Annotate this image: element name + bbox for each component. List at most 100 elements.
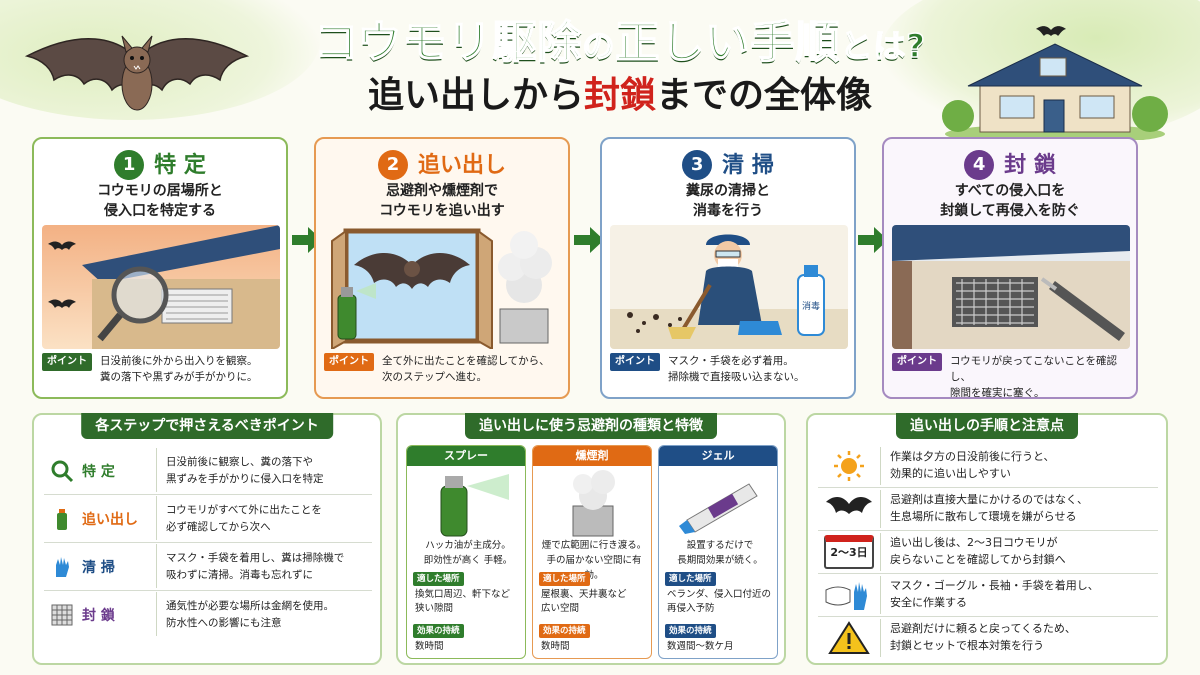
glove-icon <box>56 557 69 577</box>
notes-panel: 追い出しの手順と注意点 作業は夕方の日没前後に行うと、効果的に追い出しやすい 忌… <box>806 413 1168 665</box>
place-text: 屋根裏、天井裏など広い空間 <box>541 589 627 614</box>
repellent-smoke: 燻煙剤 煙で広範囲に行き渡る。手の届かない空間に有効。 適した場所 屋根裏、天井… <box>532 445 652 659</box>
place-tag: 適した場所 <box>413 572 464 586</box>
note-row: 忌避剤は直接大量にかけるのではなく、生息場所に散布して環境を嫌がらせる <box>818 488 1158 531</box>
key-point-text: マスク・手袋を着用し、糞は掃除機で吸わずに清掃。消毒も忘れずに <box>166 552 345 581</box>
point-text: コウモリが戻ってこないことを確認し、隙間を確実に塞ぐ。 <box>950 355 1118 399</box>
place-text: ベランダ、侵入口付近の再侵入予防 <box>667 589 772 614</box>
note-row: 作業は夕方の日没前後に行うと、効果的に追い出しやすい <box>818 445 1158 488</box>
calendar-icon: 2〜3日 <box>824 535 874 569</box>
duration-tag: 効果の持続 <box>665 624 716 638</box>
step-description: 糞尿の清掃と消毒を行う <box>686 183 770 219</box>
step-heading: 2 追い出し <box>316 147 568 180</box>
spray-can-icon <box>57 509 67 530</box>
note-row: 忌避剤だけに頼ると戻ってくるため、封鎖とセットで根本対策を行う <box>818 617 1158 660</box>
place-text: 換気口周辺、軒下など狭い隙間 <box>415 589 511 614</box>
point-tag: ポイント <box>892 353 942 371</box>
step-description: すべての侵入口を封鎖して再侵入を防ぐ <box>940 183 1080 219</box>
step-point: ポイント 日没前後に外から出入りを観察。糞の落下や黒ずみが手がかりに。 <box>42 351 280 393</box>
note-text: 忌避剤は直接大量にかけるのではなく、生息場所に散布して環境を嫌がらせる <box>890 493 1088 523</box>
point-text: 日没前後に外から出入りを観察。糞の落下や黒ずみが手がかりに。 <box>100 355 258 383</box>
key-point-row: 封 鎖 通気性が必要な場所は金網を使用。防水性への影響にも注意 <box>44 591 372 639</box>
repellents-panel: 追い出しに使う忌避剤の種類と特徴 スプレー ハッカ油が主成分。即効性が高く 手軽… <box>396 413 786 665</box>
arrow-right-icon <box>574 227 604 253</box>
step-heading: 3 清 掃 <box>602 147 854 180</box>
repellent-name: 燻煙剤 <box>533 446 651 466</box>
repellent-name: スプレー <box>407 446 525 466</box>
place-tag: 適した場所 <box>539 572 590 586</box>
key-point-text: 通気性が必要な場所は金網を使用。防水性への影響にも注意 <box>166 600 334 629</box>
sun-icon <box>834 451 864 481</box>
note-text: マスク・ゴーグル・長袖・手袋を着用し、安全に作業する <box>890 579 1099 609</box>
step-number: 3 <box>682 150 713 180</box>
step-title: 追い出し <box>417 153 506 178</box>
note-row: 2〜3日 追い出し後は、2〜3日コウモリが戻らないことを確認してから封鎖へ <box>818 531 1158 574</box>
duration-text: 数時間 <box>541 641 570 652</box>
key-point-text: 日没前後に観察し、糞の落下や黒ずみを手がかりに侵入口を特定 <box>166 456 324 485</box>
smoke-canister-illustration <box>572 470 615 537</box>
step-heading: 4 封 鎖 <box>884 147 1136 180</box>
spray-can-illustration <box>440 474 509 537</box>
step-card-drive-out: 2 追い出し 忌避剤や燻煙剤でコウモリを追い出す ポイント 全て外に出たことを確認… <box>314 137 570 399</box>
bat-icon <box>826 497 872 514</box>
duration-text: 数週間〜数ケ月 <box>667 641 734 652</box>
place-tag: 適した場所 <box>665 572 716 586</box>
house-illustration <box>942 43 1168 140</box>
step-number: 4 <box>964 150 995 180</box>
identify-scene <box>42 225 280 349</box>
point-tag: ポイント <box>42 353 92 371</box>
panel-header: 追い出しの手順と注意点 <box>896 413 1078 439</box>
warning-icon <box>828 621 870 654</box>
key-point-label: 清 掃 <box>82 560 115 576</box>
duration-tag: 効果の持続 <box>539 624 590 638</box>
step-card-clean: 3 清 掃 糞尿の清掃と消毒を行う 消毒 ポイント マスク・手袋を必ず着用。掃除機… <box>600 137 856 399</box>
clean-scene: 消毒 <box>610 225 848 349</box>
step-card-seal: 4 封 鎖 すべての侵入口を封鎖して再侵入を防ぐ ポイント コウモリが戻ってこない… <box>882 137 1138 399</box>
wire-mesh-icon <box>51 604 73 626</box>
step-number: 2 <box>377 150 408 180</box>
key-points-panel: 各ステップで押さえるべきポイント 特 定 日没前後に観察し、糞の落下や黒ずみを手… <box>32 413 382 665</box>
step-description: 忌避剤や燻煙剤でコウモリを追い出す <box>379 183 505 219</box>
note-text: 忌避剤だけに頼ると戻ってくるため、封鎖とセットで根本対策を行う <box>890 622 1076 652</box>
main-title: コウモリ駆除の正しい手順とは? <box>313 16 926 69</box>
key-point-row: 特 定 日没前後に観察し、糞の落下や黒ずみを手がかりに侵入口を特定 <box>44 447 372 495</box>
sub-title: 追い出しから封鎖までの全体像 <box>367 75 873 116</box>
repellent-name: ジェル <box>659 446 777 466</box>
key-point-row: 清 掃 マスク・手袋を着用し、糞は掃除機で吸わずに清掃。消毒も忘れずに <box>44 543 372 591</box>
step-description: コウモリの居場所と侵入口を特定する <box>97 183 223 219</box>
step-title: 清 掃 <box>722 153 774 178</box>
repellent-spray: スプレー ハッカ油が主成分。即効性が高く 手軽。 適した場所 換気口周辺、軒下な… <box>406 445 526 659</box>
step-point: ポイント コウモリが戻ってこないことを確認し、隙間を確実に塞ぐ。 <box>892 351 1130 397</box>
repellent-gel: ジェル 設置するだけで長期間効果が続く。 適した場所 ベランダ、侵入口付近の再侵… <box>658 445 778 659</box>
step-title: 特 定 <box>154 153 206 178</box>
magnifier-icon <box>51 460 74 483</box>
repellent-description: 設置するだけで長期間効果が続く。 <box>677 540 763 566</box>
key-point-label: 特 定 <box>82 464 115 480</box>
step-point: ポイント マスク・手袋を必ず着用。掃除機で直接吸い込まない。 <box>610 351 848 393</box>
note-text: 追い出し後は、2〜3日コウモリが戻らないことを確認してから封鎖へ <box>890 536 1066 566</box>
repellent-description: 煙で広範囲に行き渡る。手の届かない空間に有効。 <box>541 540 647 581</box>
point-tag: ポイント <box>324 353 374 371</box>
key-point-label: 追い出し <box>82 512 138 528</box>
repellent-description: ハッカ油が主成分。即効性が高く 手軽。 <box>423 540 513 566</box>
small-bat-icon <box>1036 26 1066 36</box>
note-row: マスク・ゴーグル・長袖・手袋を着用し、安全に作業する <box>818 574 1158 617</box>
disinfect-bottle-label: 消毒 <box>802 300 820 312</box>
panel-header: 追い出しに使う忌避剤の種類と特徴 <box>465 413 717 439</box>
bat-illustration <box>24 35 250 111</box>
point-text: 全て外に出たことを確認してから、次のステップへ進む。 <box>382 355 550 383</box>
point-tag: ポイント <box>610 353 660 371</box>
gel-tube-illustration <box>679 483 758 534</box>
step-title: 封 鎖 <box>1004 153 1056 178</box>
key-point-row: 追い出し コウモリがすべて外に出たことを必ず確認してから次へ <box>44 495 372 543</box>
arrow-right-icon <box>858 227 888 253</box>
key-point-label: 封 鎖 <box>82 608 115 624</box>
panel-header: 各ステップで押さえるべきポイント <box>81 413 333 439</box>
note-text: 作業は夕方の日没前後に行うと、効果的に追い出しやすい <box>890 450 1055 480</box>
step-point: ポイント 全て外に出たことを確認してから、次のステップへ進む。 <box>324 351 562 393</box>
mask-glove-icon <box>825 582 867 610</box>
key-point-text: コウモリがすべて外に出たことを必ず確認してから次へ <box>166 504 322 533</box>
duration-text: 数時間 <box>415 641 444 652</box>
